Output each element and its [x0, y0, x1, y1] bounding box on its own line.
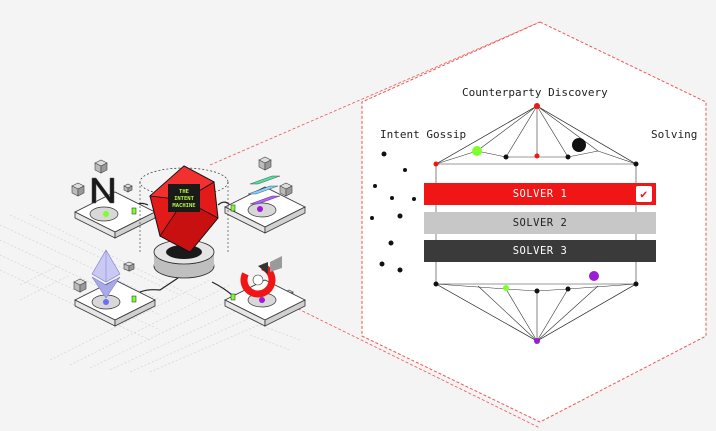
intent-dots — [370, 151, 416, 273]
node — [433, 161, 439, 167]
node-purple — [589, 271, 599, 281]
node — [534, 153, 540, 159]
node — [565, 286, 571, 292]
solver-2-label: SOLVER 2 — [512, 217, 568, 229]
engine-label-3: MACHINE — [172, 203, 195, 209]
solver-1-label: SOLVER 1 — [512, 188, 568, 200]
node — [534, 288, 540, 294]
node-bottom — [534, 338, 540, 344]
intent-machine: THE INTENT MACHINE — [139, 165, 229, 279]
zoom-connectors — [209, 21, 541, 429]
label-counterparty-discovery: Counterparty Discovery — [462, 86, 608, 99]
node-lime — [472, 146, 482, 156]
solver-1-button[interactable]: SOLVER 1 ✔ — [424, 183, 656, 205]
node — [633, 281, 639, 287]
tile-cosmos — [224, 256, 306, 327]
solver-2-button[interactable]: SOLVER 2 — [424, 212, 656, 234]
solver-3-label: SOLVER 3 — [512, 245, 568, 257]
tile-solana — [224, 175, 306, 234]
grid-lines — [0, 214, 306, 373]
node-lime — [503, 285, 509, 291]
engine-label-1: THE — [179, 189, 189, 195]
network-nodes — [433, 103, 639, 344]
node — [633, 161, 639, 167]
ethereum-logo-icon — [91, 249, 121, 299]
decorative-cubes — [71, 156, 294, 299]
tile-ethereum — [74, 249, 156, 327]
node — [565, 154, 571, 160]
node-top — [534, 103, 540, 109]
node — [433, 281, 439, 287]
label-intent-gossip: Intent Gossip — [380, 128, 467, 141]
tile-near — [74, 177, 156, 239]
node — [503, 154, 509, 160]
label-solving: Solving — [651, 128, 698, 141]
solver-3-button[interactable]: SOLVER 3 — [424, 240, 656, 262]
solana-logo-icon — [247, 175, 281, 205]
engine-label-2: INTENT — [174, 196, 195, 202]
checkmark-icon: ✔ — [636, 186, 652, 202]
node-large — [572, 138, 586, 152]
cosmos-logo-icon — [240, 256, 282, 298]
near-logo-icon — [91, 177, 115, 204]
